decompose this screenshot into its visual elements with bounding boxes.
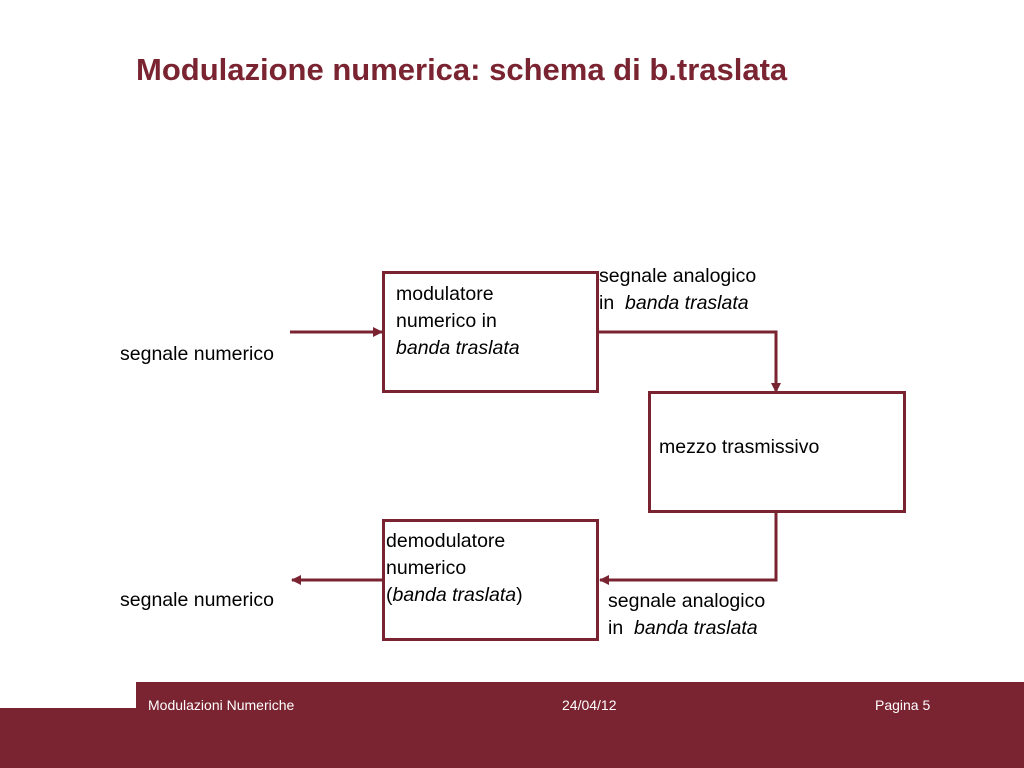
demodulator-label-line3: banda traslata xyxy=(392,584,517,606)
modulator-block xyxy=(382,271,599,393)
signal-top-label: segnale analogico in banda traslata xyxy=(599,265,757,314)
demodulator-label-line1: demodulatore xyxy=(386,530,506,552)
demodulator-block xyxy=(382,519,599,641)
modulator-label: modulatore numerico in banda traslata xyxy=(396,281,520,362)
demodulator-label-line2: numerico xyxy=(386,557,467,579)
modulator-label-line2: numerico in xyxy=(396,310,497,332)
modulator-label-line1: modulatore xyxy=(396,283,494,305)
modulator-label-line3: banda traslata xyxy=(396,337,520,359)
signal-bottom-label: segnale analogico in banda traslata xyxy=(608,590,766,639)
output-signal-label: segnale numerico xyxy=(120,589,274,611)
demodulator-label: demodulatore numerico (banda traslata) xyxy=(386,530,523,606)
medium-label: mezzo trasmissivo xyxy=(659,436,820,458)
modulator-to-medium-arrow xyxy=(597,330,781,393)
footer-bar xyxy=(136,682,1024,768)
footer-date: 24/04/12 xyxy=(562,697,617,713)
input-signal-label: segnale numerico xyxy=(120,343,274,365)
medium-block xyxy=(648,391,906,513)
medium-to-demodulator-arrow xyxy=(599,511,778,585)
slide-title: Modulazione numerica: schema di b.trasla… xyxy=(136,52,788,87)
footer-course: Modulazioni Numeriche xyxy=(148,697,295,713)
footer-page: Pagina 5 xyxy=(875,697,931,713)
